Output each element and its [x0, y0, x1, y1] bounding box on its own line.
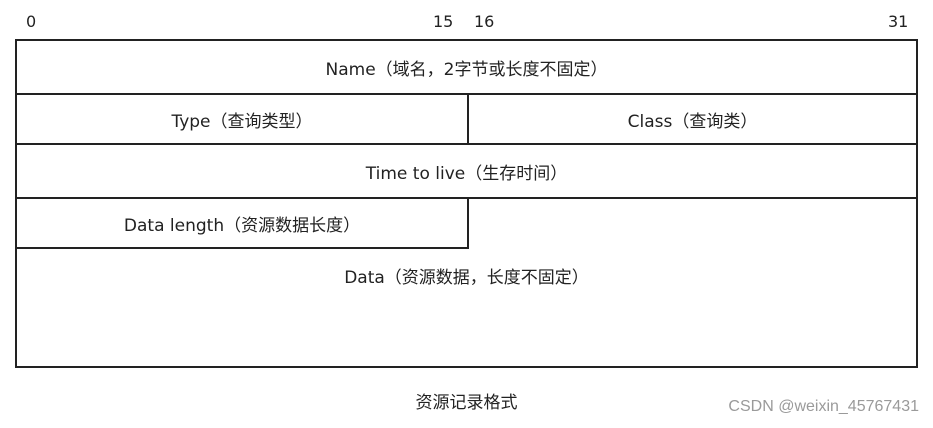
col-divider-data-length [467, 197, 469, 249]
bit-label-16: 16 [474, 12, 495, 31]
field-data-length: Data length（资源数据长度） [123, 215, 361, 236]
row-divider-2 [17, 143, 916, 145]
record-format-frame: Name（域名，2字节或长度不固定） Type（查询类型） Class（查询类）… [15, 39, 918, 368]
row-divider-4 [17, 247, 468, 249]
bit-label-0: 0 [26, 12, 37, 31]
row-divider-1 [17, 93, 916, 95]
bit-label-15: 15 [433, 12, 454, 31]
field-time-to-live: Time to live（生存时间） [365, 163, 568, 184]
bit-label-31: 31 [888, 12, 909, 31]
row-divider-3 [17, 197, 916, 199]
field-name: Name（域名，2字节或长度不固定） [325, 59, 608, 80]
field-class: Class（查询类） [627, 111, 758, 132]
watermark: CSDN @weixin_45767431 [728, 398, 919, 415]
col-divider-type-class [467, 93, 469, 145]
diagram-caption: 资源记录格式 [415, 393, 518, 413]
field-data: Data（资源数据，长度不固定） [344, 267, 589, 288]
field-type: Type（查询类型） [171, 111, 313, 132]
